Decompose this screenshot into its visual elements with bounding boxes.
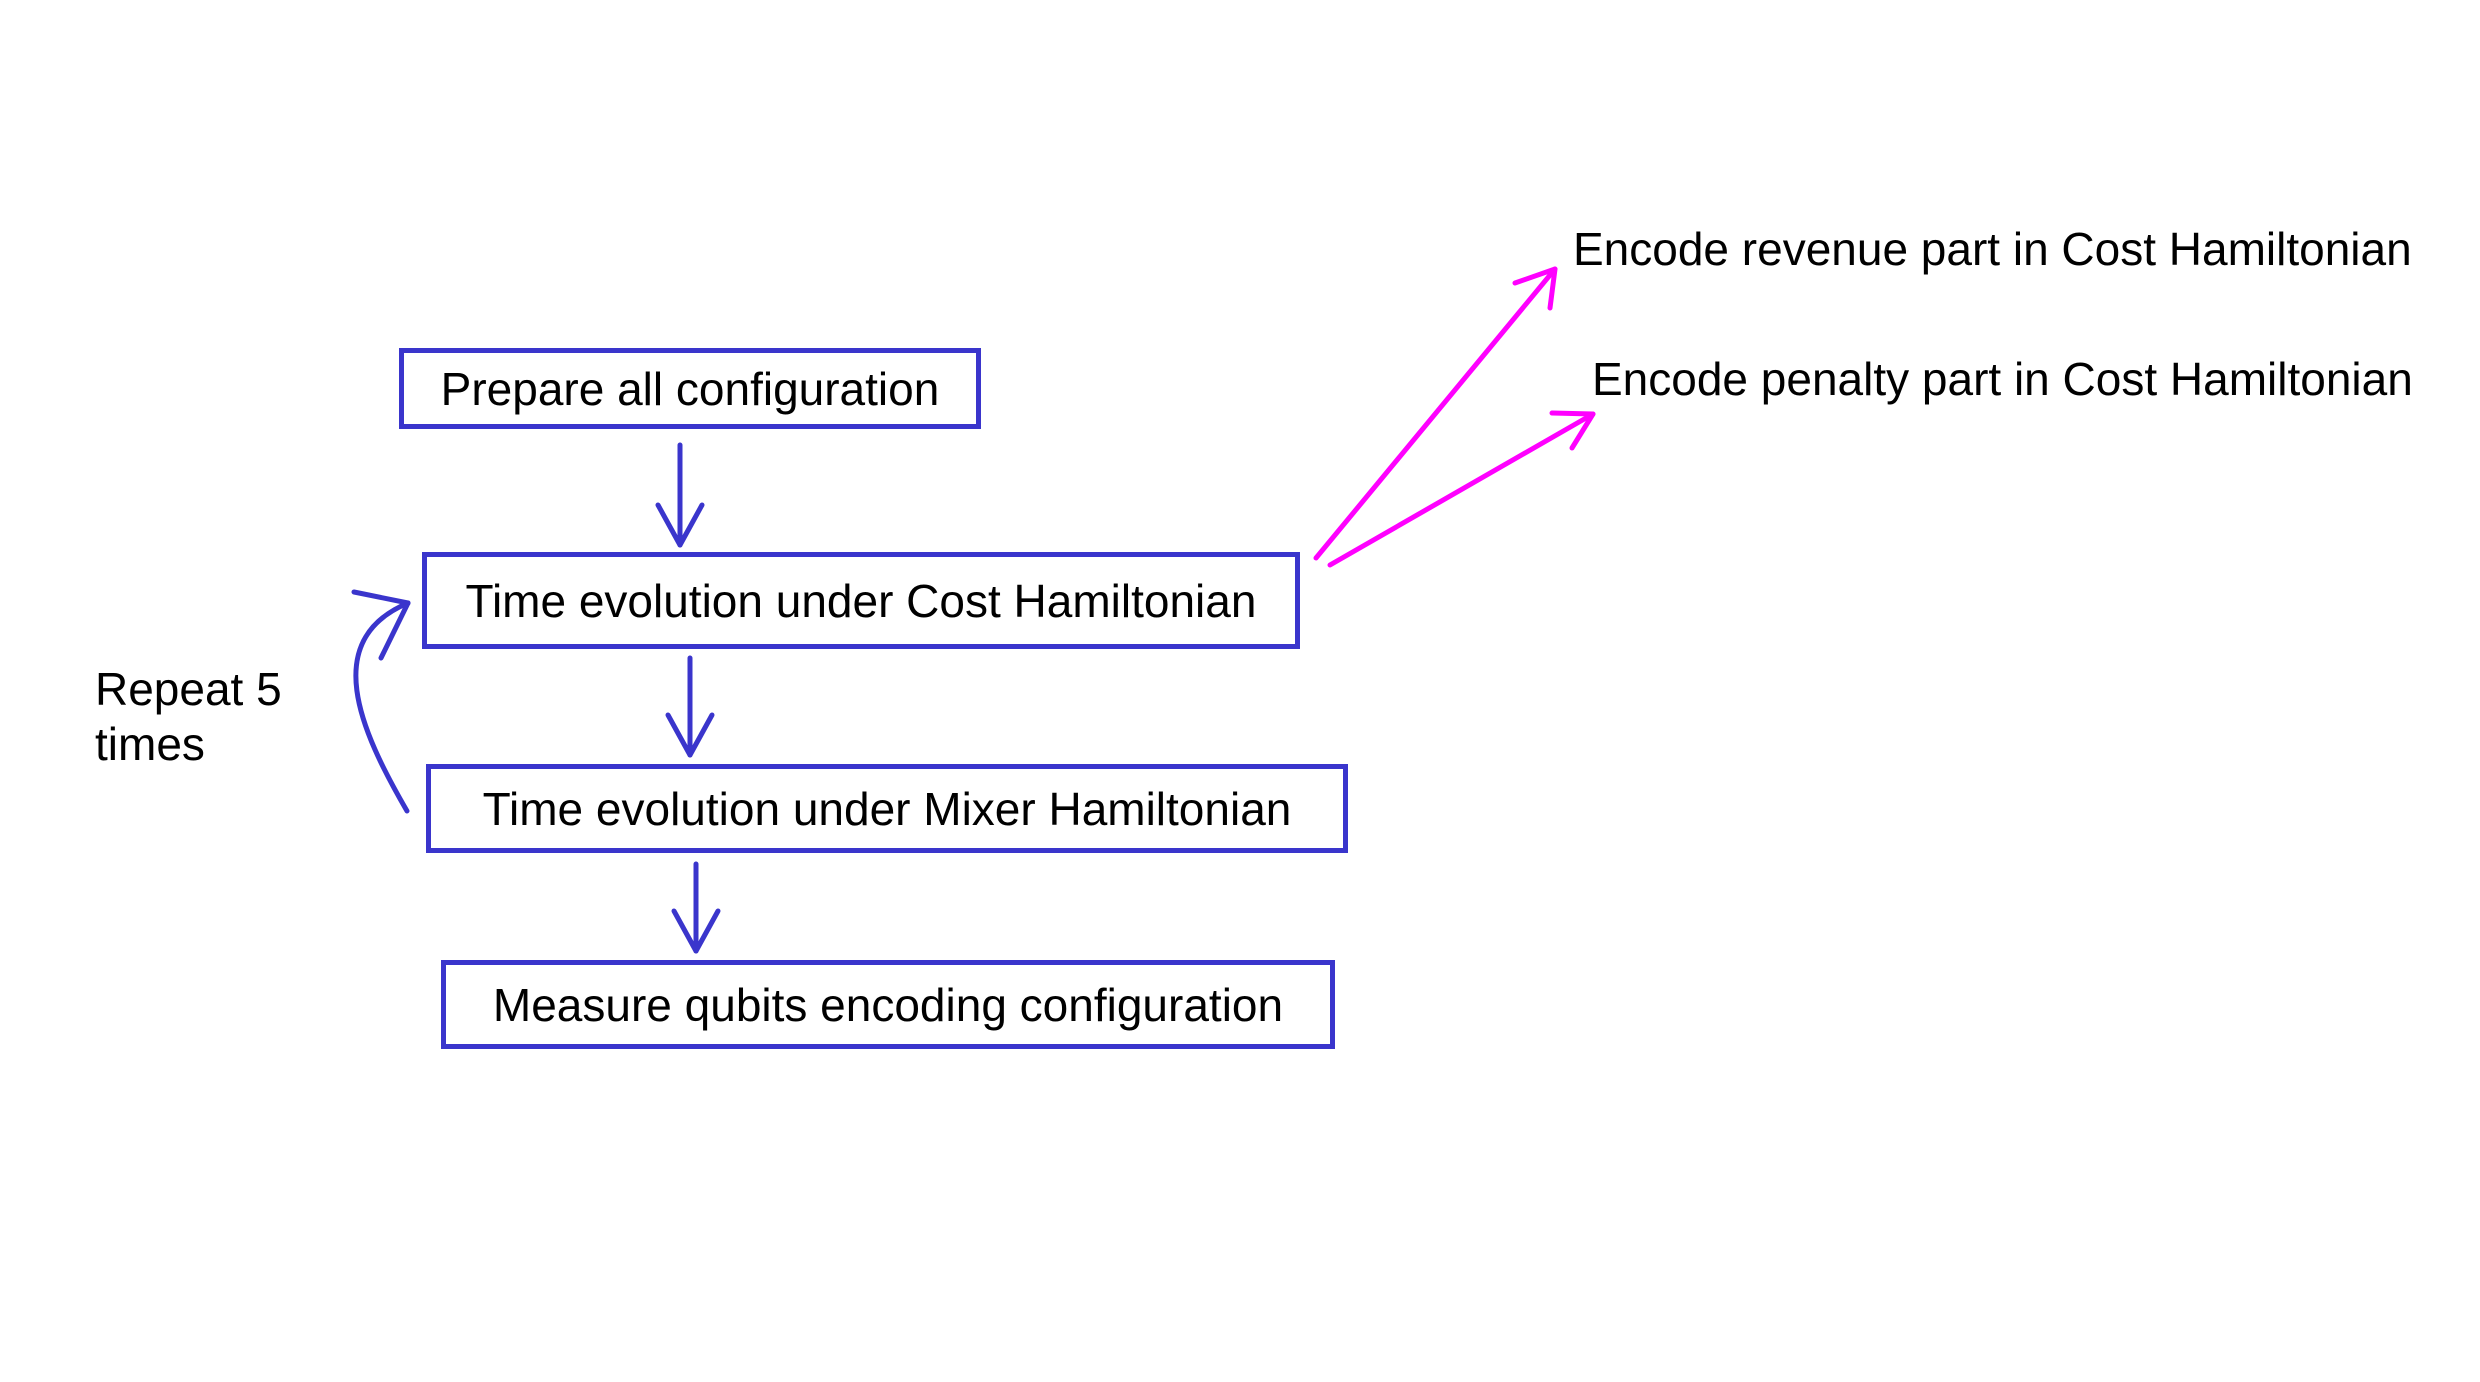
arrow-cost-to-mixer <box>665 655 715 758</box>
step-label: Time evolution under Cost Hamiltonian <box>465 574 1257 627</box>
loop-back-arrow <box>351 589 411 814</box>
step-label: Prepare all configuration <box>440 362 940 415</box>
loop-label-line2: times <box>95 718 205 771</box>
loop-label-line1: Repeat 5 <box>95 663 282 715</box>
arrow-mixer-to-measure <box>671 861 721 954</box>
step-cost-box: Time evolution under Cost Hamiltonian <box>422 552 1300 649</box>
step-prepare-box: Prepare all configuration <box>399 348 981 429</box>
step-label: Time evolution under Mixer Hamiltonian <box>482 782 1292 835</box>
loop-label: Repeat 5 times <box>95 662 282 772</box>
annotation-revenue: Encode revenue part in Cost Hamiltonian <box>1573 223 2412 275</box>
arrow-prepare-to-cost <box>655 442 705 548</box>
step-mixer-box: Time evolution under Mixer Hamiltonian <box>426 764 1348 853</box>
arrow-to-penalty <box>1327 410 1596 568</box>
arrow-to-revenue <box>1313 266 1558 561</box>
annotation-penalty: Encode penalty part in Cost Hamiltonian <box>1592 353 2413 405</box>
step-measure-box: Measure qubits encoding configuration <box>441 960 1335 1049</box>
step-label: Measure qubits encoding configuration <box>492 978 1284 1031</box>
